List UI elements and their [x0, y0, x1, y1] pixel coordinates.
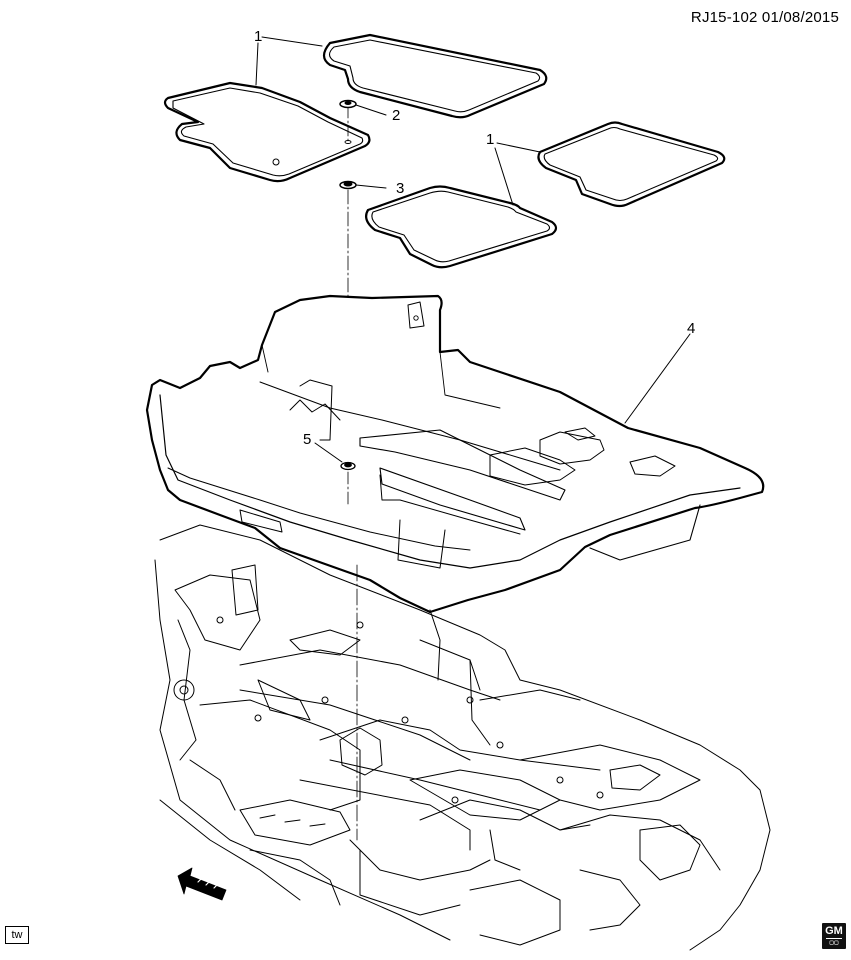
callout-5-fastener: 5 [303, 431, 312, 448]
gm-logo-underline [826, 938, 842, 939]
floor-mat-front-left [163, 81, 371, 183]
callout-2-retainer-clip: 2 [392, 107, 401, 124]
floor-carpet-assembly [145, 294, 765, 841]
vehicle-floor-pan-structure [154, 524, 771, 951]
tw-badge: tw [5, 926, 29, 944]
callout-1-rear-floor-mat: 1 [486, 131, 495, 148]
callout-3-retainer-grommet: 3 [396, 180, 405, 197]
gm-logo: GM ▢▢ [822, 923, 846, 949]
diagram-reference-code: RJ15-102 01/08/2015 [690, 9, 839, 26]
floor-mat-rear-left [365, 185, 558, 269]
gm-logo-text: GM [825, 925, 843, 937]
floor-mat-front-right [322, 33, 548, 119]
callout-leader-lines [255, 36, 691, 463]
callout-4-floor-carpet: 4 [687, 320, 696, 337]
forward-direction-arrow [177, 867, 227, 901]
floor-mat-rear-right [537, 121, 726, 208]
callout-1-floor-mat: 1 [254, 28, 263, 45]
gm-logo-mark: ▢▢ [829, 940, 839, 946]
carpet-retainer-clip [339, 99, 357, 144]
